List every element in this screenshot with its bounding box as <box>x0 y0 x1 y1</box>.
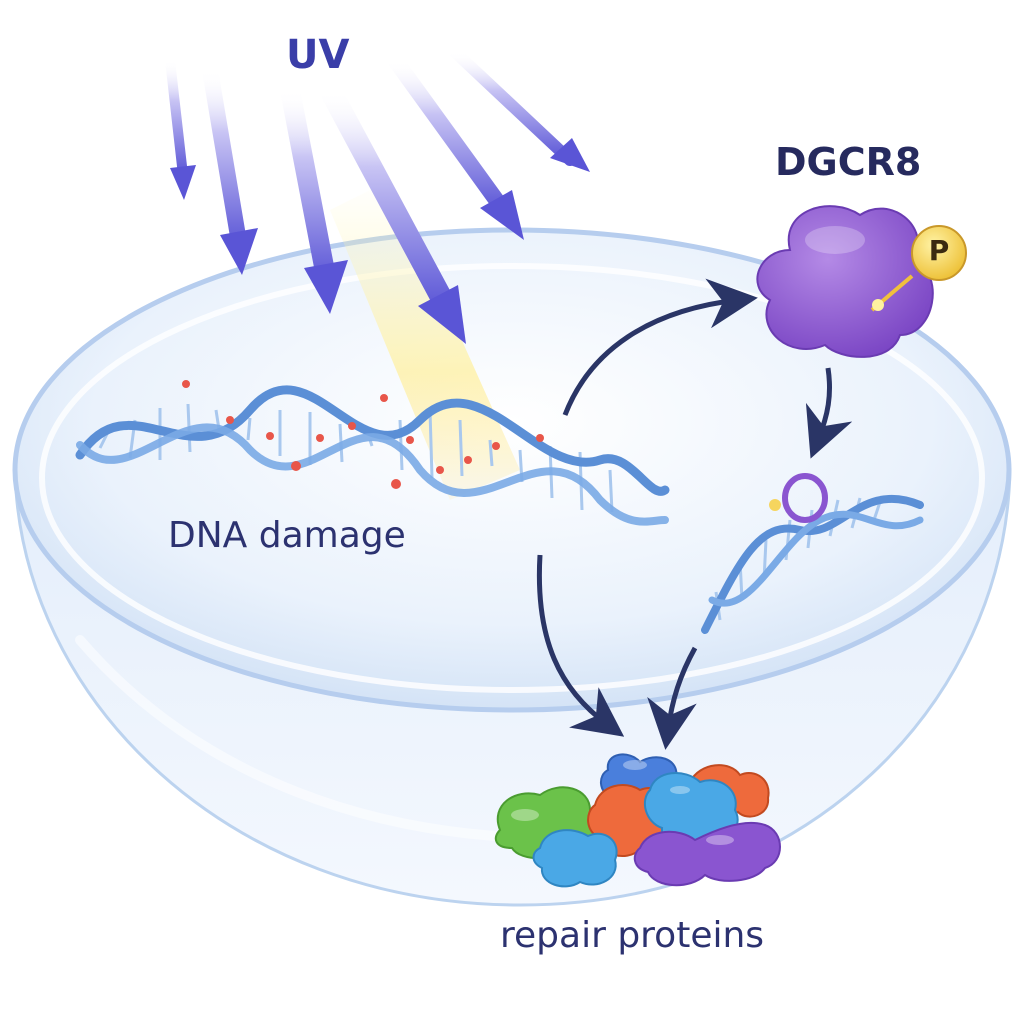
uv-ray-icon <box>165 55 196 200</box>
dgcr8-label: DGCR8 <box>775 140 922 184</box>
arrow-dna-to-dgcr8 <box>562 278 758 416</box>
arrow-helix-to-repair <box>647 646 698 750</box>
dna-damage-label: DNA damage <box>168 515 406 556</box>
uv-ray-icon <box>280 80 348 314</box>
uv-ray-icon <box>202 62 258 275</box>
repair-protein-icon <box>633 821 781 887</box>
dna-helix-icon <box>75 380 670 526</box>
repair-proteins-label: repair proteins <box>500 915 765 956</box>
arrow-dgcr8-to-helix <box>805 367 853 459</box>
dgcr8-protein-icon <box>756 205 934 358</box>
uv-label: UV <box>286 32 350 78</box>
repair-proteins-cluster <box>494 753 781 888</box>
uv-ray-icon <box>319 79 466 344</box>
phosphate-icon <box>911 225 967 281</box>
flow-arrows <box>536 278 853 750</box>
uv-ray-icon <box>387 52 524 240</box>
uv-rays <box>165 46 590 344</box>
phosphate-label: P <box>928 234 950 267</box>
repair-protein-icon <box>532 829 618 888</box>
uv-glow <box>330 180 520 500</box>
arrow-dna-to-repair <box>536 554 625 737</box>
dna-helix-icon <box>701 473 924 634</box>
uv-ray-icon <box>449 46 590 172</box>
